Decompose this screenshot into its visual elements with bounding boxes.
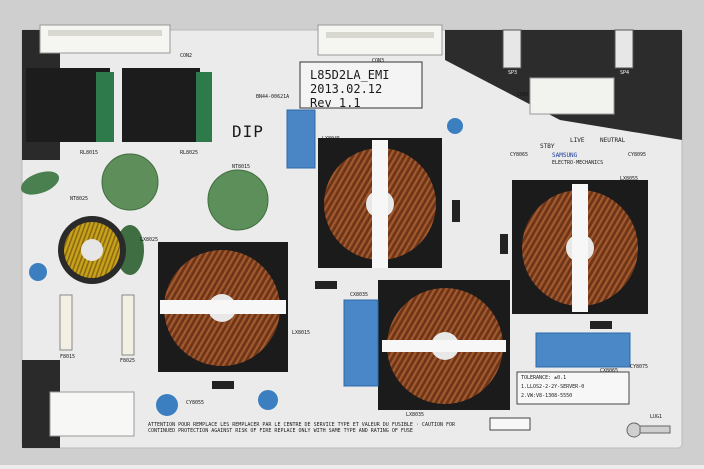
brand-logo: SAMSUNG	[552, 152, 578, 159]
connector-con3	[317, 24, 443, 56]
brand-sub: ELECTRO-MECHANICS	[552, 160, 604, 166]
label-rl8025: RL8025	[180, 150, 199, 156]
fuse-warning: ATTENTION POUR REMPLACE LES REMPLACER PA…	[148, 422, 456, 434]
label-sp4: SP4	[620, 70, 630, 76]
label-cy8055: CY8055	[186, 400, 205, 406]
board-rev: Rev 1.1	[310, 96, 361, 110]
board-date: 2013.02.12	[310, 82, 383, 96]
label-stby: STBY	[540, 143, 555, 150]
label-cx8065: CX8065	[600, 368, 619, 374]
label-lx8055: LX8055	[620, 176, 639, 182]
label-sp3: SP3	[508, 70, 518, 76]
capacitor-cx8065	[535, 332, 631, 368]
sticker-code: BN44-00621A	[256, 94, 290, 100]
choke-lx8055	[512, 180, 648, 314]
dip-marking: DIP	[232, 122, 264, 141]
label-nt8015: NT8015	[232, 164, 251, 170]
label-lx8045: LX8045	[322, 136, 341, 142]
label-con3: CON3	[372, 58, 385, 64]
label-cy8075: CY8075	[630, 364, 649, 370]
label-rl8015: RL8015	[80, 150, 99, 156]
relay-rl8025	[122, 68, 200, 142]
label-nt8025: NT8025	[70, 196, 89, 202]
label-lx8035: LX8035	[406, 412, 425, 418]
label-cy8065: CY8065	[510, 152, 529, 158]
board-model: L85D2LA_EMI	[310, 68, 390, 82]
connector-con2	[39, 24, 171, 54]
label-cx8035: CX8035	[350, 292, 369, 298]
info-line-3: 2.VW:V8-1308-5550	[521, 393, 573, 399]
choke-lx8035	[378, 280, 510, 410]
label-live: LIVE	[570, 137, 585, 144]
info-line-1: TOLERANCE: ±0.1	[521, 375, 567, 381]
label-lug1: LUG1	[650, 414, 663, 420]
label-neutral: NEUTRAL	[600, 137, 626, 144]
label-lx8015: LX8015	[292, 330, 311, 336]
label-con2: CON2	[180, 53, 193, 59]
label-cy8095: CY8095	[628, 152, 647, 158]
connector-con1	[529, 77, 615, 115]
label-lx8025: LX8025	[140, 237, 159, 243]
choke-lx8015	[158, 242, 288, 372]
label-con1: CON1	[517, 92, 530, 98]
info-line-2: 1.LLOS2-2-2Y-SERVER-0	[521, 384, 585, 390]
capacitor-cx8025	[286, 109, 316, 169]
label-f8025: F8025	[120, 358, 136, 364]
connector-ac-in	[49, 391, 135, 437]
label-f8015: F8015	[60, 354, 76, 360]
choke-lx8045	[318, 138, 442, 268]
capacitor-cx8035	[343, 299, 379, 387]
